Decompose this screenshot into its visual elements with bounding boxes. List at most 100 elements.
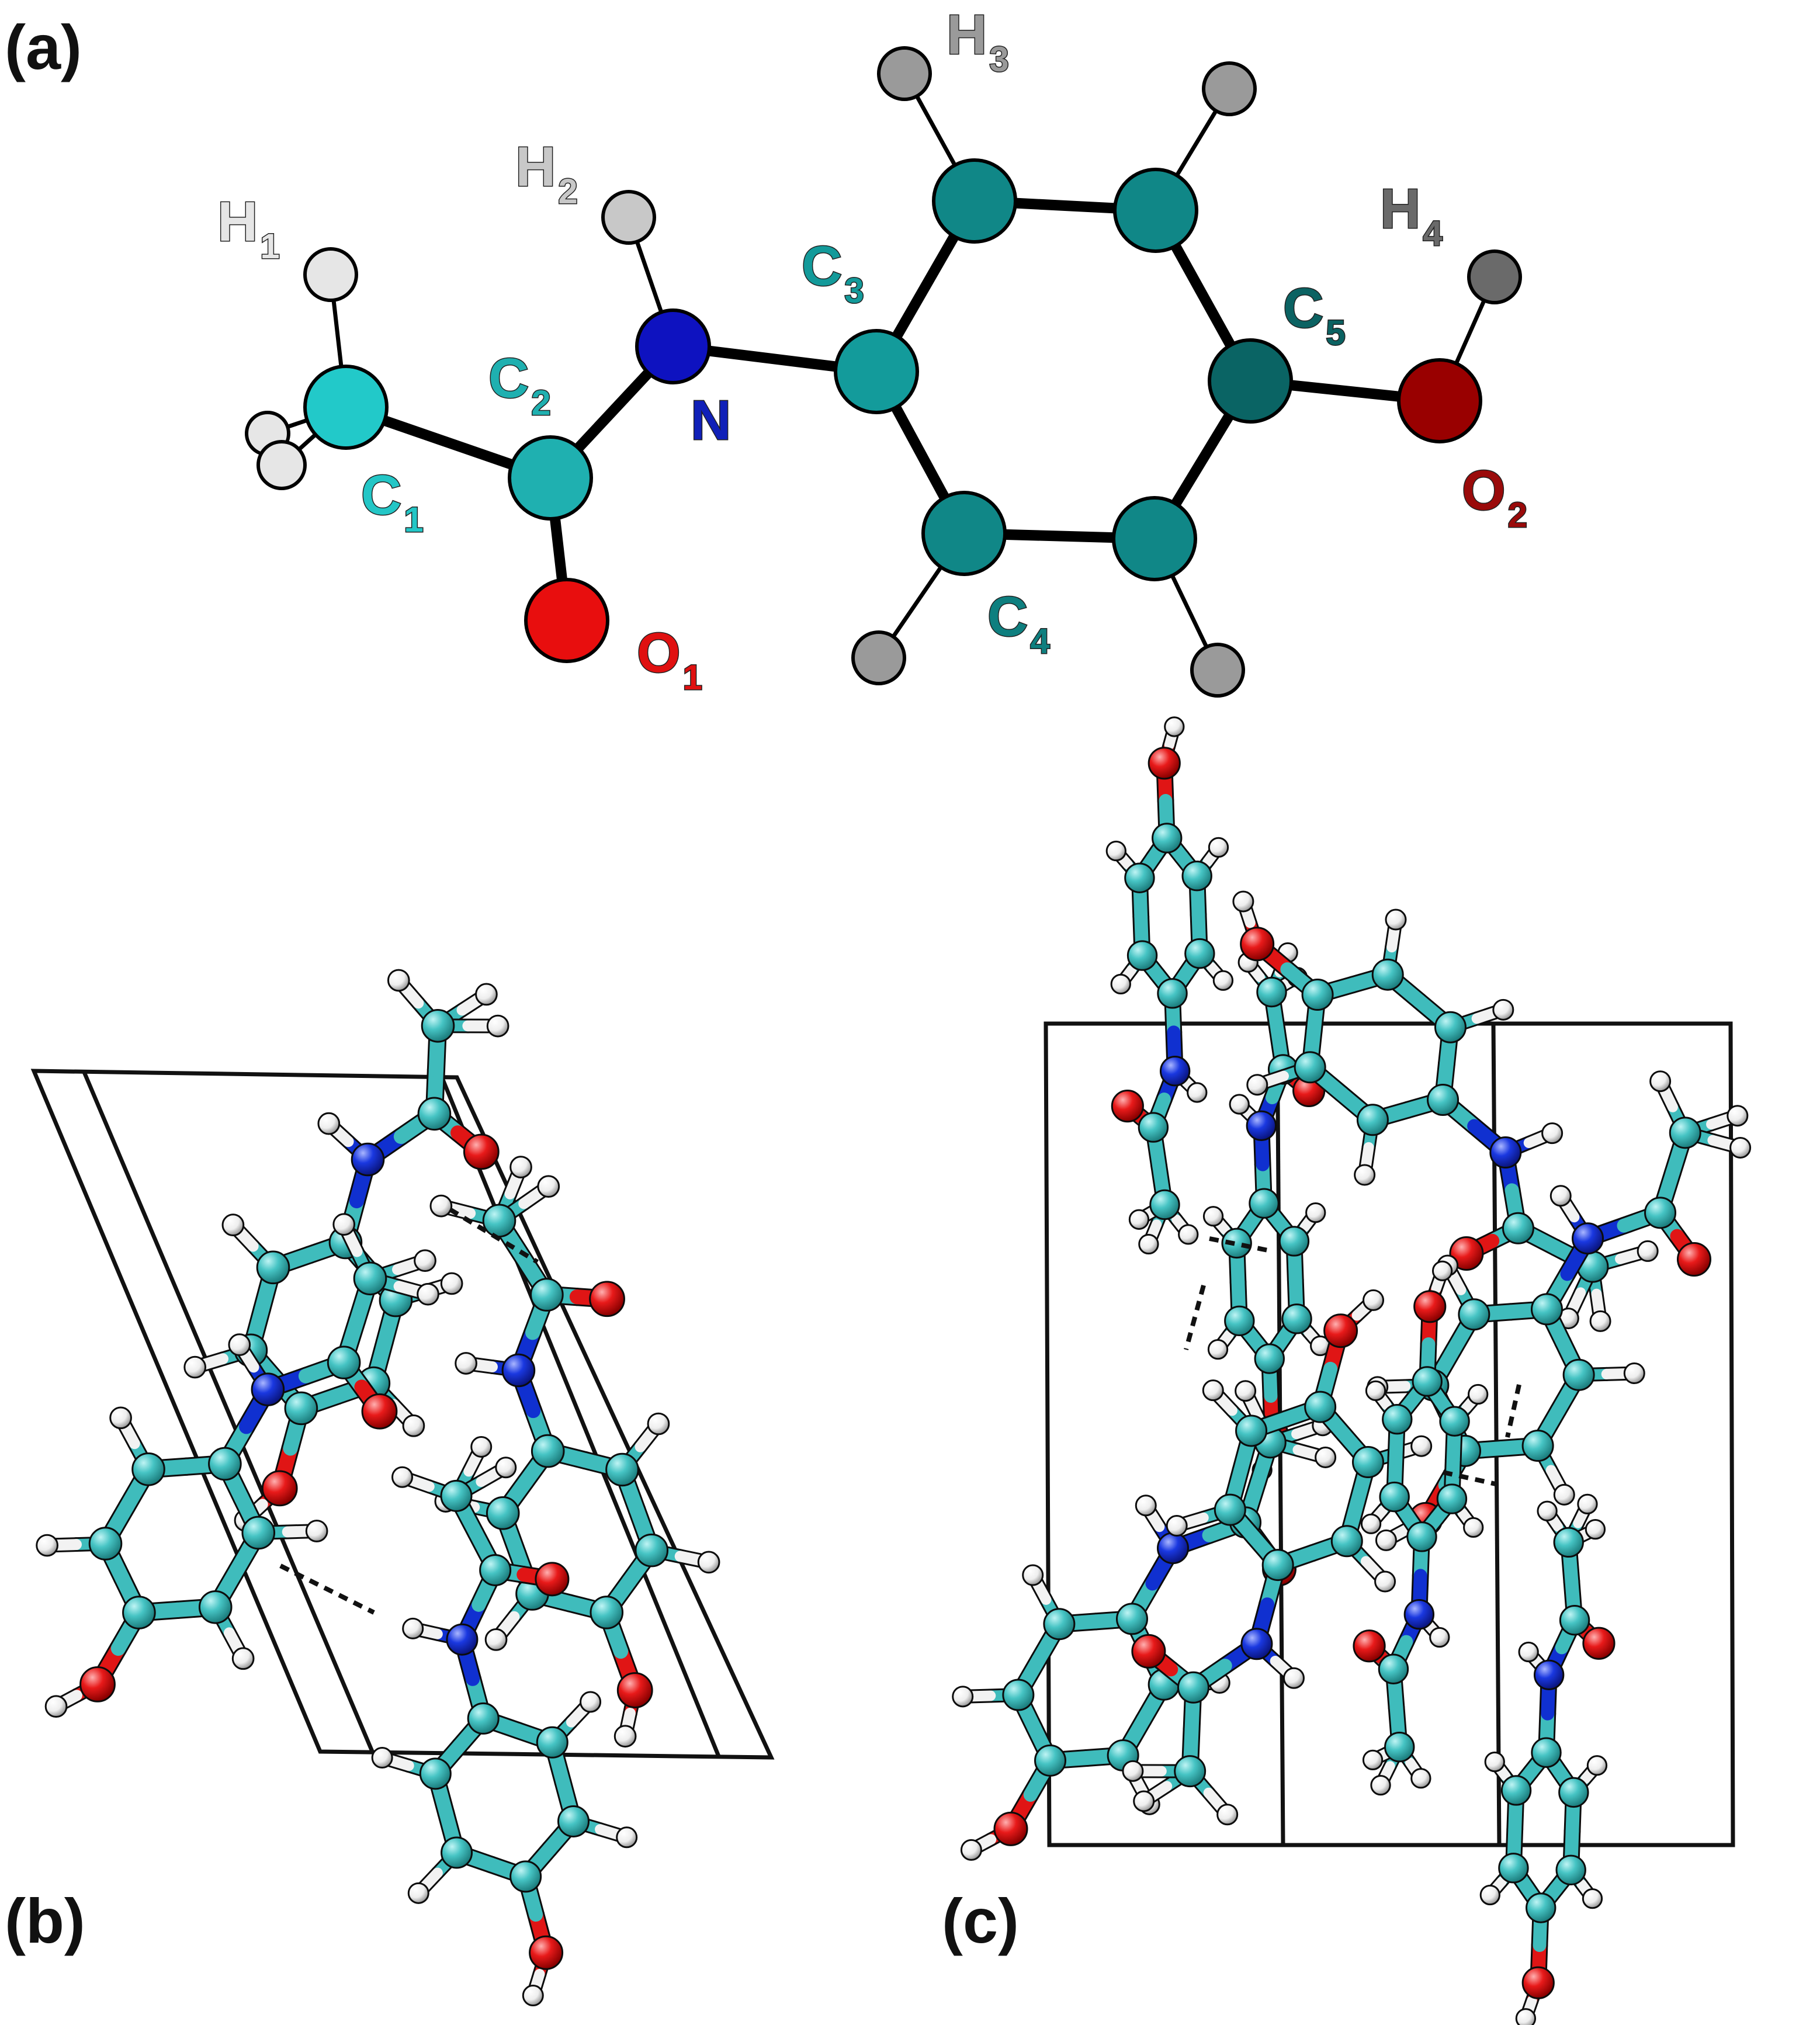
atom-nitrogen [501,1353,536,1388]
atom-hydrogen [317,1112,341,1135]
atom-carbon [1526,1892,1556,1923]
atom-c1 [303,365,389,450]
atom-carbon [1294,1051,1326,1084]
atom-carbon [1378,1653,1409,1684]
atom-hydrogen [371,1746,393,1769]
atom-carbon [530,1278,564,1312]
atom-oxygen [1521,1966,1555,1999]
atom-carbon [421,1008,455,1043]
atom-h2 [601,190,656,245]
atom-hydrogen [1135,1495,1157,1517]
atom-label-o2: O2 [1462,459,1527,535]
atom-hydrogen [495,1457,517,1479]
atom-carbon [241,1516,276,1550]
atom-hydrogen [221,1213,245,1236]
atom-hydrogen [1515,2008,1537,2025]
unit-cell-edge [82,1071,375,1754]
atom-nitrogen [251,1372,285,1406]
atom-oxygen [463,1133,500,1170]
atom-hydrogen [228,1333,251,1356]
atom-carbon [1384,1731,1415,1763]
atom-carbon [1458,1298,1490,1331]
atom-hydrogen [1229,1094,1250,1115]
atom-hydrogen [1164,716,1185,737]
atom-hydrogen [183,1355,207,1379]
atom-label-o1: O1 [637,622,702,697]
atom-carbon [1412,1366,1443,1397]
atom-oxygen [535,1562,570,1597]
atom-hydrogen [613,1725,637,1748]
atom-hydrogen [1637,1240,1659,1262]
atom-hydrogen [475,983,498,1006]
atom-hydrogen [429,1194,453,1218]
atom-hydrogen [1022,1564,1044,1586]
atom-hydrogen [1375,1529,1397,1551]
atom-hydrogen [1649,1070,1672,1093]
atom-carbon [1352,1446,1385,1479]
atoms [245,46,1522,698]
atom-c5 [1208,338,1293,424]
atom-hydrogen [109,1406,132,1430]
atom-carbon [1500,1775,1532,1806]
atom-hydrogen [455,1352,477,1375]
atom-carbon [1126,940,1158,971]
atom-carbon [1644,1197,1677,1229]
atom-hydrogen [1128,1209,1150,1230]
atom-hydrogen [1484,1751,1505,1773]
atom-nitrogen [1157,1532,1189,1565]
atom-oxygen [1148,747,1181,780]
hydrogen-bond [1209,1236,1268,1253]
atom-oxygen [529,1935,564,1970]
atom-hydrogen [1410,1435,1433,1457]
atom-carbon [1152,823,1183,854]
atom-carbon [1439,1406,1470,1437]
atom-hydrogen [1374,1570,1396,1593]
atom-carbon [131,1452,165,1486]
atom-hydrogen [1187,1082,1208,1103]
atom-hydrogen [1589,1310,1611,1332]
panel-label-c: (c) [942,1885,1019,1956]
panel-label-b: (b) [5,1885,85,1956]
atom-hydrogen [580,1691,602,1713]
atom-carbon [1555,1854,1586,1885]
atom-hydrogen [402,1617,424,1639]
atom-hydrogen [1202,1379,1224,1402]
atom-carbon [1558,1777,1589,1808]
atom-carbon [1559,1605,1590,1636]
atom-carbon [1669,1116,1701,1149]
crystal-packing-view-c [952,716,1752,2025]
atom-carbon [1157,978,1188,1009]
atom-carbon [1562,1358,1595,1391]
atom-hydrogen [697,1551,720,1574]
atom-carbon [1281,1303,1312,1334]
atom-carbon [1174,1755,1207,1788]
atom-c2 [508,435,593,521]
atom-hydrogen [1178,1224,1199,1245]
atom-o1 [524,578,609,663]
atom-hydrogen [1492,998,1514,1021]
atom-hydrogen [486,1014,509,1038]
atom-carbon [467,1702,500,1735]
unit-cell-outline [30,1069,775,1760]
unit-cell-outline [1044,1021,1735,1847]
atom-c4 [921,491,1007,576]
atom-hydrogen [1537,1500,1558,1521]
atom-carbon [1177,1671,1209,1704]
atom-carbon [1498,1853,1529,1884]
atom-hydrogen [952,1686,974,1708]
atom-oxygen [1240,927,1275,962]
atom-carbon [122,1596,156,1629]
atom-hydrogen [1385,909,1407,931]
atom-carbon [1261,1549,1294,1582]
atom-label-c3: C3 [802,235,864,310]
atom-hydrogen [1549,1185,1572,1207]
atom-hydrogen [440,1272,463,1295]
molecule [36,1213,439,1718]
atom-hydrogen [407,1882,429,1904]
atom-hydrogen [1623,1362,1645,1385]
atom-hydrogen [1232,890,1254,913]
atom-hydrogen [509,1156,532,1178]
atom-hydrogen [305,1520,328,1542]
atom-carbon [1521,1430,1554,1462]
atom-hydrogen [1585,1518,1606,1540]
